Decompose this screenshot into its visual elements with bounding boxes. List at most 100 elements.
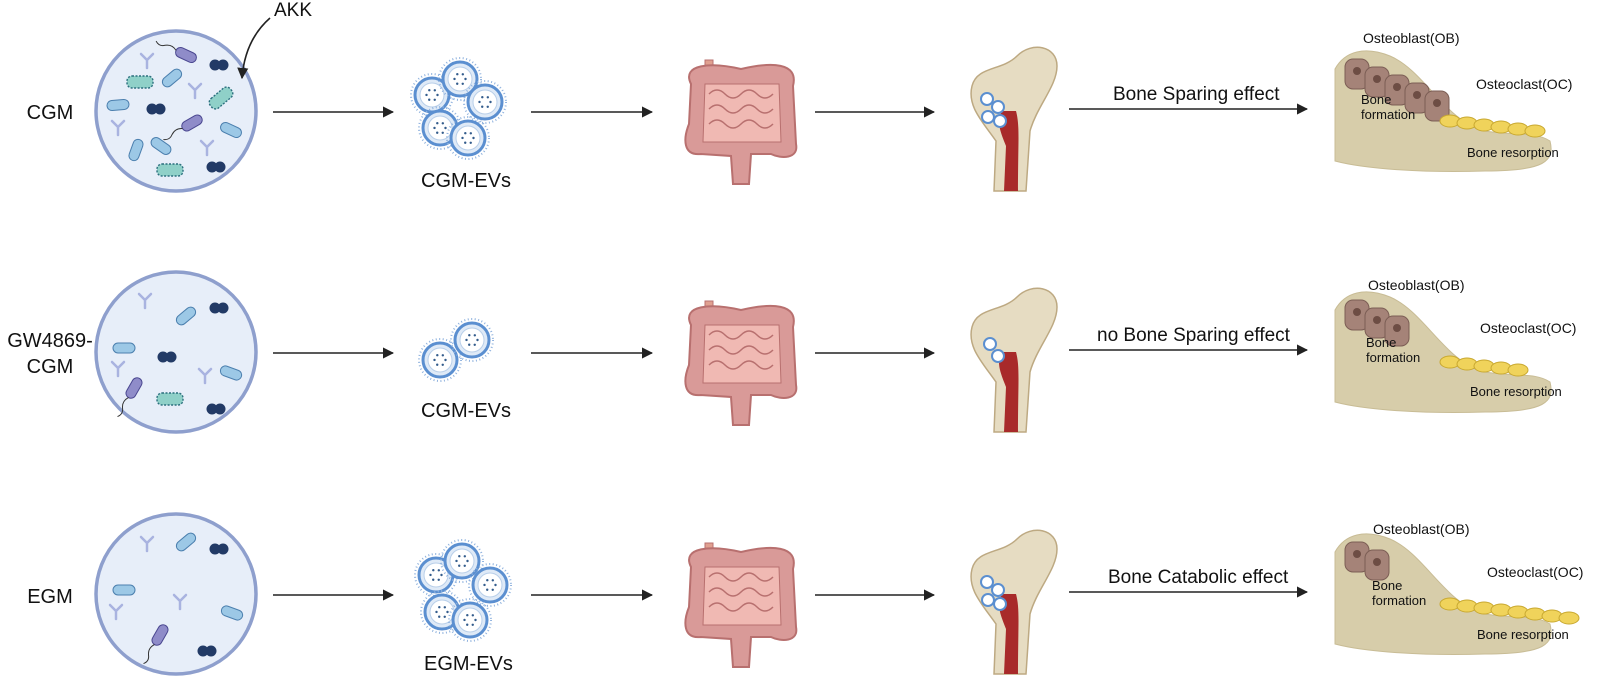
antibody-icon bbox=[108, 603, 124, 621]
vesicle-cargo-dot bbox=[473, 334, 477, 337]
bone-vesicle-icon bbox=[980, 575, 994, 589]
antibody-icon bbox=[187, 82, 203, 100]
vesicle-cargo-dot bbox=[433, 89, 437, 92]
diplococcus-icon bbox=[154, 103, 166, 115]
bacterium-rod-icon bbox=[175, 532, 197, 552]
diplococcus-icon bbox=[217, 302, 229, 314]
vesicle-lumen-icon bbox=[427, 347, 453, 373]
vesicle-cargo-dot bbox=[476, 338, 479, 342]
bacterium-flagellated-icon bbox=[175, 46, 197, 64]
diplococcus-icon bbox=[209, 543, 221, 555]
bone-vesicle-icon bbox=[993, 597, 1007, 611]
bone-resorption-label-egm: Bone resorption bbox=[1477, 627, 1569, 642]
osteoclast-label-cgm: Osteoclast(OC) bbox=[1476, 76, 1573, 92]
flagellum-icon bbox=[163, 127, 183, 141]
antibody-icon bbox=[110, 360, 126, 378]
vesicle-cargo-dot bbox=[491, 588, 494, 591]
diplococcus-icon bbox=[197, 645, 209, 657]
akk-pointer-arrow bbox=[237, 17, 271, 80]
vesicle-cargo-dot bbox=[458, 555, 461, 558]
vesicle-cargo-dot bbox=[433, 358, 436, 362]
extracellular-vesicles bbox=[418, 318, 494, 382]
bone-vesicle-icon bbox=[981, 593, 995, 607]
bone-remodeling-panel bbox=[1334, 50, 1552, 173]
vesicle-cargo-dot bbox=[471, 614, 475, 617]
intestine-icon bbox=[684, 59, 798, 185]
antibody-icon bbox=[139, 535, 155, 553]
vesicle-cargo-dot bbox=[494, 583, 497, 587]
vesicle-spikes-icon bbox=[450, 318, 494, 362]
vesicle-cargo-dot bbox=[436, 122, 439, 125]
vesicle-cargo-dot bbox=[436, 363, 439, 366]
vesicle-cargo-dot bbox=[471, 623, 474, 626]
bone-marrow bbox=[999, 594, 1019, 674]
osteoblast-nucleus bbox=[1393, 324, 1401, 332]
vesicle-cargo-dot bbox=[432, 578, 435, 581]
vesicle-cargo-dot bbox=[464, 77, 467, 81]
vesicle-cargo-dot bbox=[461, 136, 464, 140]
femur-icon bbox=[970, 46, 1058, 192]
bone-vesicle-icon bbox=[980, 92, 994, 106]
vesicle-cargo-dot bbox=[438, 606, 441, 609]
bacterium-capsule-icon bbox=[156, 392, 184, 406]
vesicle-cargo-dot bbox=[436, 354, 439, 357]
vesicle-cargo-dot bbox=[481, 105, 484, 108]
intestinal-loops bbox=[708, 330, 774, 370]
osteoblast-nucleus bbox=[1413, 91, 1421, 99]
vesicle-lumen-icon bbox=[419, 82, 445, 108]
bacterium-rod-icon bbox=[161, 68, 183, 88]
bone-vesicle-icon bbox=[991, 583, 1005, 597]
vesicle-cargo-dot bbox=[491, 579, 495, 582]
antibody-icon bbox=[172, 593, 188, 611]
vesicle-cargo-dot bbox=[428, 98, 431, 101]
effect-label-gw4869: no Bone Sparing effect bbox=[1097, 325, 1290, 346]
bacterium-rod-icon bbox=[220, 605, 244, 621]
extracellular-vesicles bbox=[410, 57, 507, 160]
vesicle-cargo-dot bbox=[461, 73, 465, 76]
vesicle-cargo-dot bbox=[437, 578, 440, 581]
femur-icon bbox=[970, 287, 1058, 433]
flagellum-icon bbox=[143, 644, 155, 665]
vesicle-cargo-dot bbox=[458, 564, 461, 567]
bacterium-rod-icon bbox=[128, 138, 144, 162]
diplococcus-icon bbox=[214, 161, 226, 173]
antibody-icon bbox=[199, 139, 215, 157]
vesicle-cargo-dot bbox=[443, 606, 447, 609]
osteoblast-nucleus bbox=[1393, 83, 1401, 91]
osteoblast-nucleus bbox=[1373, 316, 1381, 324]
osteoclast-cell-icon bbox=[1507, 363, 1529, 377]
bone-marrow bbox=[999, 111, 1019, 191]
vesicle-cargo-dot bbox=[463, 555, 467, 558]
flagellum-icon bbox=[117, 397, 129, 418]
vesicle-cargo-dot bbox=[463, 618, 466, 622]
vesicle-cargo-dot bbox=[436, 93, 439, 97]
row-label-gw4869-text: GW4869- CGM bbox=[7, 330, 93, 378]
diplococcus-icon bbox=[146, 103, 158, 115]
vesicle-cargo-dot bbox=[441, 131, 444, 134]
intestine-icon bbox=[684, 300, 798, 426]
bacterium-rod-icon bbox=[220, 121, 242, 139]
vesicle-cargo-dot bbox=[461, 82, 464, 85]
bacterium-rod-icon bbox=[150, 137, 172, 155]
bacterium-capsule-icon bbox=[208, 86, 234, 110]
vesicle-cargo-dot bbox=[486, 579, 489, 582]
vesicle-cargo-dot bbox=[486, 588, 489, 591]
ev-label-egm: EGM-EVs bbox=[424, 653, 513, 675]
vesicle-lumen-icon bbox=[472, 89, 498, 115]
vesicle-cargo-dot bbox=[463, 564, 466, 567]
bone-vesicle-icon bbox=[991, 100, 1005, 114]
vesicle-cargo-dot bbox=[456, 73, 459, 76]
vesicle-cargo-dot bbox=[433, 126, 436, 130]
bone-remodeling-panel bbox=[1334, 291, 1552, 414]
vesicle-cargo-dot bbox=[428, 89, 431, 92]
vesicle-cargo-dot bbox=[440, 573, 443, 577]
vesicle-cargo-dot bbox=[466, 559, 469, 563]
vesicle-lumen-icon bbox=[477, 572, 503, 598]
effect-label-egm: Bone Catabolic effect bbox=[1108, 567, 1289, 588]
diplococcus-icon bbox=[206, 403, 218, 415]
osteoclast-cell-icon bbox=[1524, 124, 1546, 138]
osteoclast-label-gw4869: Osteoclast(OC) bbox=[1480, 320, 1577, 336]
antibody-icon bbox=[139, 52, 155, 70]
osteoblast-nucleus bbox=[1353, 67, 1361, 75]
